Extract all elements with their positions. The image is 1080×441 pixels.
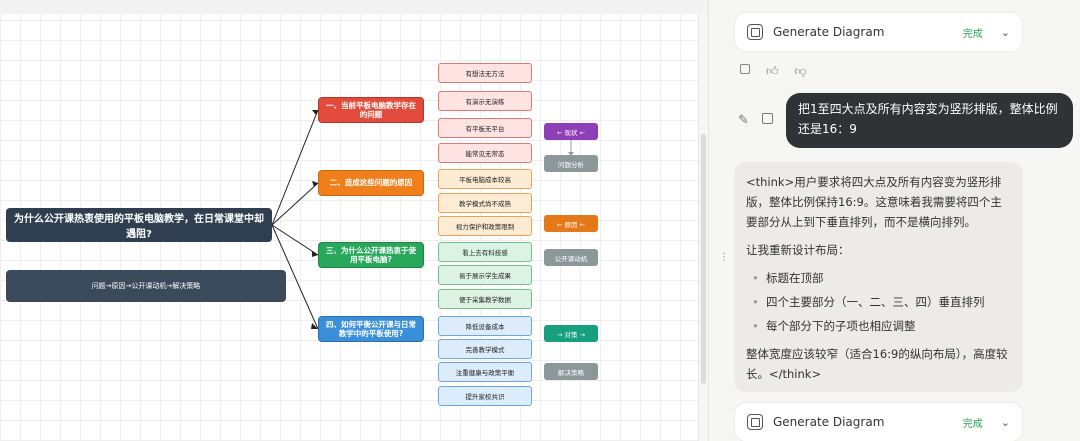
list-item: 标题在顶部 <box>752 268 1011 288</box>
leaf-motive-1[interactable]: 看上去有科技感 <box>438 242 532 262</box>
leaf-cause-3[interactable]: 视力保护和政策限制 <box>438 216 532 236</box>
arrow-head-cat3 <box>312 251 318 257</box>
category-causes[interactable]: 二、造成这些问题的原因 <box>318 170 424 196</box>
connector-root-cat2 <box>271 182 319 226</box>
tag-cause[interactable]: ← 原因 ← <box>544 215 598 232</box>
chip-icon <box>747 414 763 430</box>
arrow-head-cat1 <box>312 110 318 115</box>
tag-status[interactable]: ← 现状 ← <box>544 123 598 140</box>
leaf-cause-1[interactable]: 平板电脑成本较高 <box>438 169 532 189</box>
tag-solution-strategy[interactable]: 解决策略 <box>544 363 598 380</box>
leaf-cause-2[interactable]: 教学模式尚不成熟 <box>438 193 532 213</box>
assistant-message: <think>用户要求将四大点及所有内容变为竖形排版，整体比例保持16:9。这意… <box>734 162 1023 392</box>
scrollbar-thumb[interactable] <box>701 134 706 384</box>
user-message-bubble: 把1至四大点及所有内容变为竖形排版，整体比例还是16：9 <box>786 93 1073 148</box>
assistant-bullet-list: 标题在顶部 四个主要部分（一、二、三、四）垂直排列 每个部分下的子项也相应调整 <box>752 268 1011 336</box>
tool-name: Generate Diagram <box>773 25 885 39</box>
leaf-problem-3[interactable]: 有平板无平台 <box>438 118 532 138</box>
diagram-canvas[interactable]: 为什么公开课热衷使用的平板电脑教学，在日常课堂中却遇阻? 问题→原因→公开课动机… <box>0 0 708 441</box>
leaf-motive-3[interactable]: 便于采集教学数据 <box>438 289 532 309</box>
leaf-problem-1[interactable]: 有想法无方法 <box>438 63 532 83</box>
leaf-solution-2[interactable]: 完善教学模式 <box>438 339 532 359</box>
assistant-paragraph-2: 让我重新设计布局： <box>746 243 850 257</box>
tool-name: Generate Diagram <box>773 415 885 429</box>
tool-card-generate-diagram-top[interactable]: Generate Diagram 完成 ⌄ <box>734 12 1023 52</box>
tag-countermeasure[interactable]: → 对策 → <box>544 325 598 342</box>
connector-root-cat1 <box>271 109 319 226</box>
chip-icon <box>747 24 763 40</box>
arrow-head-cat4 <box>311 323 318 329</box>
connector-root-cat4 <box>271 224 319 330</box>
arrow-head-tag <box>568 152 574 156</box>
tag-motivation[interactable]: 公开课动机 <box>544 249 598 266</box>
edit-icon[interactable]: ✎ <box>738 113 749 128</box>
list-item: 四个主要部分（一、二、三、四）垂直排列 <box>752 292 1011 312</box>
chevron-down-icon[interactable]: ⌄ <box>1000 25 1010 39</box>
leaf-solution-1[interactable]: 降低设备成本 <box>438 316 532 336</box>
tool-status: 完成 <box>962 28 983 40</box>
root-node[interactable]: 为什么公开课热衷使用的平板电脑教学，在日常课堂中却遇阻? <box>6 208 272 242</box>
leaf-solution-3[interactable]: 注重健康与政策平衡 <box>438 362 532 382</box>
copy-icon[interactable] <box>740 64 750 74</box>
category-solutions[interactable]: 四、如何平衡公开课与日常教学中的平板使用? <box>318 316 424 342</box>
leaf-problem-4[interactable]: 能常见无常态 <box>438 143 532 163</box>
connector-root-cat3 <box>271 224 319 256</box>
tag-problem-analysis[interactable]: 问题分析 <box>544 155 598 172</box>
canvas-top-band <box>0 0 708 14</box>
connector-lines <box>271 109 574 330</box>
leaf-motive-2[interactable]: 易于展示学生成果 <box>438 265 532 285</box>
thumbs-down-icon[interactable]: 👎︎ <box>794 64 807 78</box>
message-actions: 👍︎ 👎︎ <box>740 64 807 79</box>
flow-summary-node[interactable]: 问题→原因→公开课动机→解决策略 <box>6 270 286 302</box>
assistant-paragraph-1: <think>用户要求将四大点及所有内容变为竖形排版，整体比例保持16:9。这意… <box>746 175 1002 229</box>
list-item: 每个部分下的子项也相应调整 <box>752 316 1011 336</box>
leaf-solution-4[interactable]: 提升家校共识 <box>438 386 532 406</box>
tool-card-generate-diagram-bottom[interactable]: Generate Diagram 完成 ⌄ <box>734 402 1023 441</box>
category-problems[interactable]: 一、当前平板电脑教学存在的问题 <box>318 97 424 123</box>
copy-icon[interactable] <box>762 113 773 124</box>
tool-status: 完成 <box>962 418 983 430</box>
arrow-head-cat2 <box>312 181 318 187</box>
leaf-problem-2[interactable]: 有演示无演练 <box>438 91 532 111</box>
category-motivation[interactable]: 三、为什么公开课热衷于使用平板电脑? <box>318 242 424 268</box>
resize-handle-icon[interactable]: ⋮ <box>719 252 729 263</box>
chevron-down-icon[interactable]: ⌄ <box>1000 415 1010 429</box>
canvas-scrollbar[interactable] <box>698 14 708 441</box>
assistant-paragraph-3: 整体宽度应该较窄（适合16:9的纵向布局），高度较长。</think> <box>746 347 1008 381</box>
thumbs-up-icon[interactable]: 👍︎ <box>766 64 779 78</box>
